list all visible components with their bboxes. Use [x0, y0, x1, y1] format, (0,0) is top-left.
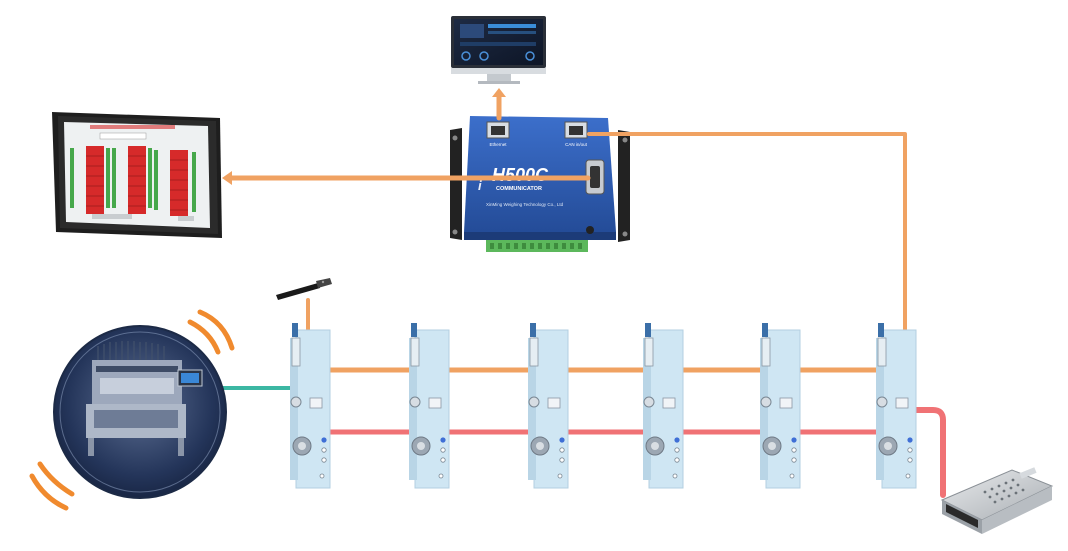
loadcell-module-6: [876, 323, 917, 489]
link-psu-power: [911, 407, 946, 498]
module-cable-gland: [644, 337, 654, 367]
module-status-led: [559, 437, 565, 443]
module-status-led: [674, 437, 680, 443]
module-led: [440, 447, 446, 453]
module-connector: [409, 396, 421, 408]
module-top-connector: [878, 323, 884, 337]
loadcell-module-5: [760, 323, 801, 489]
module-din-rail: [876, 338, 884, 480]
module-screw: [557, 473, 563, 479]
loadcell-module-2: [409, 323, 450, 489]
module-rj-port: [428, 397, 442, 409]
module-status-led: [907, 437, 913, 443]
module-din-rail: [528, 338, 536, 480]
arrow-to-hmi: [222, 171, 232, 185]
controller-subtitle: COMMUNICATOR: [496, 186, 542, 192]
module-rj-port: [662, 397, 676, 409]
module-cable-gland: [877, 337, 887, 367]
module-connector: [643, 396, 655, 408]
controller-model: H500C: [492, 165, 549, 185]
module-top-connector: [645, 323, 651, 337]
vibration-waves-icon: [29, 309, 235, 511]
module-led: [321, 447, 327, 453]
module-top-connector: [411, 323, 417, 337]
module-led: [791, 457, 797, 463]
module-led: [674, 447, 680, 453]
module-dial-center: [298, 442, 306, 450]
controller-brand-glyph: i: [478, 178, 482, 193]
power-jack: [586, 226, 594, 234]
module-status-led: [791, 437, 797, 443]
module-screw: [319, 473, 325, 479]
can-port: [564, 121, 588, 139]
arrow-to-monitor: [492, 88, 506, 97]
module-body: [765, 329, 801, 489]
module-din-rail: [290, 338, 298, 480]
module-cable-gland: [761, 337, 771, 367]
module-led: [321, 457, 327, 463]
hmi-alarm-columns: [70, 146, 196, 216]
loadcell-module-3: [528, 323, 569, 489]
module-rj-port: [779, 397, 793, 409]
module-connector: [760, 396, 772, 408]
can-port-label: CAN in/out: [565, 142, 588, 147]
ethernet-port: [486, 121, 510, 139]
module-led: [559, 447, 565, 453]
usb-dongle-icon: [276, 278, 332, 300]
module-led: [907, 457, 913, 463]
loadcell-module-group: [290, 323, 917, 489]
module-led: [559, 457, 565, 463]
module-rj-port: [309, 397, 323, 409]
module-body: [414, 329, 450, 489]
module-led: [907, 447, 913, 453]
h500c-controller: Ethernet CAN in/out i H500C COMMUNICATOR…: [450, 116, 630, 252]
module-top-connector: [530, 323, 536, 337]
module-rj-port: [547, 397, 561, 409]
desktop-monitor-icon: [451, 16, 546, 84]
ethernet-port-label: Ethernet: [489, 142, 507, 147]
touch-panel-icon: [52, 112, 222, 238]
module-connector: [290, 396, 302, 408]
module-rj-port: [895, 397, 909, 409]
link-can-bus-main: [587, 132, 907, 392]
module-body: [648, 329, 684, 489]
module-screw: [438, 473, 444, 479]
loadcell-module-1: [290, 323, 331, 489]
loadcell-module-4: [643, 323, 684, 489]
module-din-rail: [760, 338, 768, 480]
power-supply-icon: [940, 467, 1054, 534]
module-top-connector: [292, 323, 298, 337]
module-led: [674, 457, 680, 463]
module-connector: [528, 396, 540, 408]
power-chain: [313, 409, 901, 435]
can-daisy-chain: [308, 367, 896, 393]
packaging-machine-icon: [53, 325, 227, 499]
module-dial-center: [651, 442, 659, 450]
module-top-connector: [762, 323, 768, 337]
module-led: [791, 447, 797, 453]
module-dial-center: [884, 442, 892, 450]
module-body: [881, 329, 917, 489]
module-dial-center: [536, 442, 544, 450]
module-dial-center: [417, 442, 425, 450]
module-status-led: [321, 437, 327, 443]
module-cable-gland: [291, 337, 301, 367]
module-screw: [905, 473, 911, 479]
module-connector: [876, 396, 888, 408]
module-status-led: [440, 437, 446, 443]
module-led: [440, 457, 446, 463]
module-screw: [672, 473, 678, 479]
module-din-rail: [643, 338, 651, 480]
module-cable-gland: [529, 337, 539, 367]
module-body: [295, 329, 331, 489]
module-dial-center: [768, 442, 776, 450]
module-body: [533, 329, 569, 489]
controller-company: XinMing Weighing Technology Co., Ltd: [486, 202, 564, 207]
module-cable-gland: [410, 337, 420, 367]
module-screw: [789, 473, 795, 479]
module-din-rail: [409, 338, 417, 480]
